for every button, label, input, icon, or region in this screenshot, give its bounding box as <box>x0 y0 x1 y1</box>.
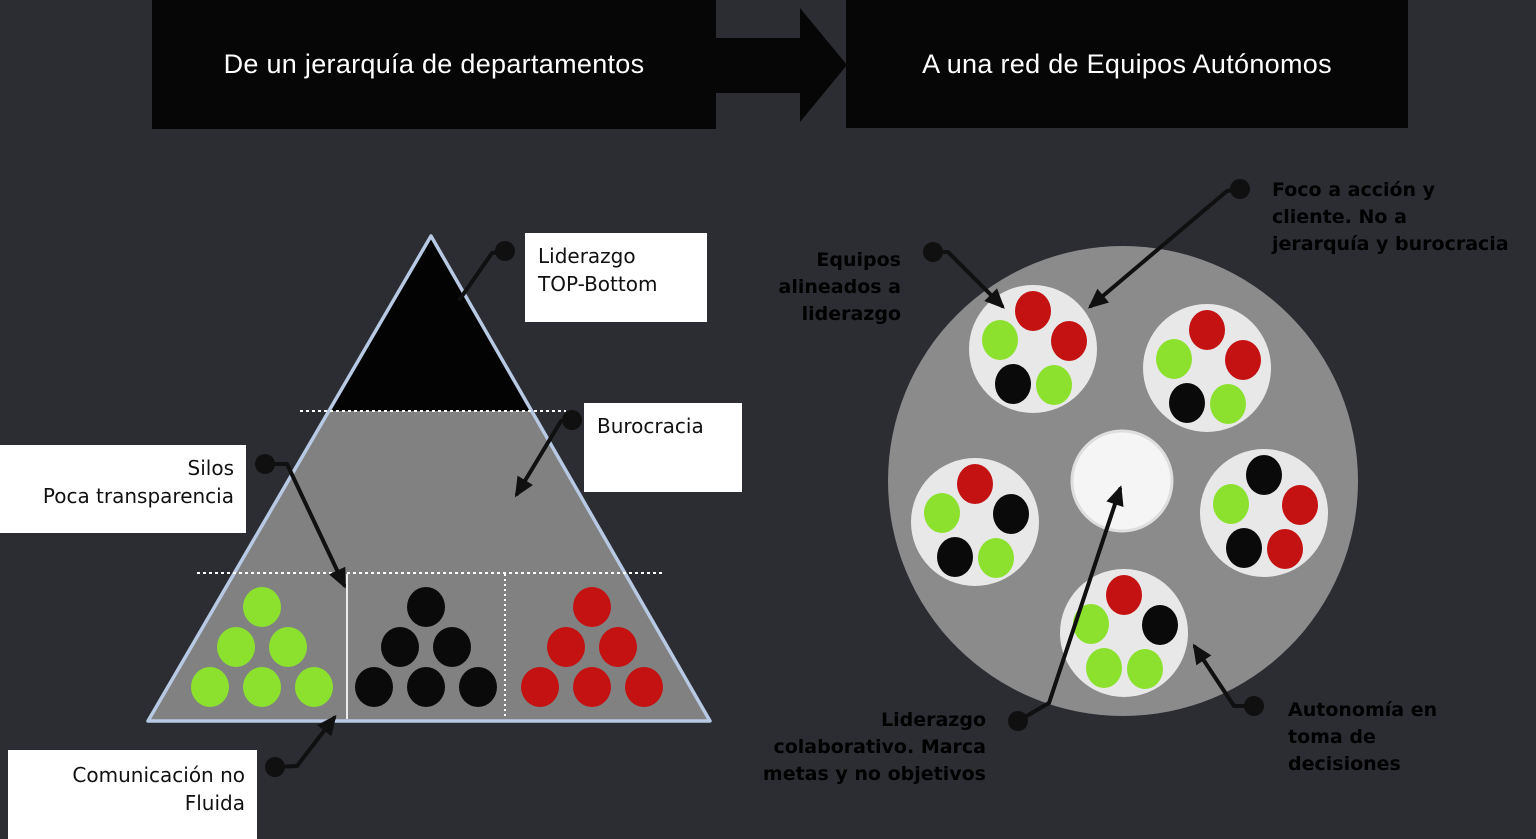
member-dot-black <box>1142 605 1178 645</box>
member-dot-green <box>1036 365 1072 405</box>
member-dot-red <box>625 667 663 707</box>
member-dot-black <box>995 364 1031 404</box>
leadership-callout: Liderazgo TOP-Bottom <box>525 233 707 322</box>
member-dot-black <box>937 537 973 577</box>
member-dot-red <box>573 587 611 627</box>
member-dot-red <box>599 627 637 667</box>
collaborative-leadership-annotation: Liderazgo colaborativo. Marca metas y no… <box>762 709 986 785</box>
member-dot-red <box>1189 310 1225 350</box>
from-hierarchy-title: De un jerarquía de departamentos <box>223 49 645 79</box>
member-dot-red <box>1106 575 1142 615</box>
member-dot-red <box>1225 340 1261 380</box>
hub-circle <box>1070 429 1174 533</box>
member-dot-black <box>355 667 393 707</box>
transition-arrow-head-icon <box>800 8 847 122</box>
member-dot-black <box>381 627 419 667</box>
member-dot-black <box>407 587 445 627</box>
connector-dot-icon <box>1230 179 1250 199</box>
from-hierarchy-header: De un jerarquía de departamentos <box>152 0 716 129</box>
pyramid-diagram <box>146 234 712 723</box>
focus-annotation: Foco a acción y cliente. No a jerarquía … <box>1272 179 1509 255</box>
member-dot-black <box>993 494 1029 534</box>
network-diagram <box>888 246 1358 716</box>
pyramid-outline <box>146 234 712 723</box>
member-dot-black <box>407 667 445 707</box>
member-dot-green <box>1210 384 1246 424</box>
communication-callout: Comunicación no Fluida <box>8 750 257 839</box>
member-dot-green <box>295 667 333 707</box>
connector-dot-icon <box>495 241 515 261</box>
connector-dot-icon <box>265 757 285 777</box>
aligned-teams-connector <box>931 250 1005 309</box>
member-dot-green <box>1213 484 1249 524</box>
connectors <box>255 179 1264 777</box>
member-dot-red <box>1051 321 1087 361</box>
connector-dot-icon <box>255 454 275 474</box>
member-dot-red <box>573 667 611 707</box>
member-dot-black <box>459 667 497 707</box>
member-dot-green <box>191 667 229 707</box>
autonomy-annotation: Autonomía en toma de decisiones <box>1288 699 1438 775</box>
member-dot-black <box>1246 455 1282 495</box>
pyramid-body <box>148 236 710 721</box>
member-dot-green <box>243 587 281 627</box>
connector-dot-icon <box>1244 696 1264 716</box>
member-dot-black <box>1226 528 1262 568</box>
connector-dot-icon <box>923 242 943 262</box>
leadership-apex-section <box>330 236 531 411</box>
member-dot-green <box>217 627 255 667</box>
member-dot-green <box>1127 649 1163 689</box>
member-dot-green <box>1086 648 1122 688</box>
member-dot-green <box>243 667 281 707</box>
to-network-header: A una red de Equipos Autónomos <box>846 0 1408 128</box>
communication-connector <box>273 714 337 769</box>
member-dot-black <box>1169 383 1205 423</box>
member-dot-green <box>924 493 960 533</box>
transition-arrow-icon <box>714 38 802 93</box>
connector-dot-icon <box>1008 711 1028 731</box>
member-dot-red <box>957 464 993 504</box>
member-dot-green <box>269 627 307 667</box>
member-dot-red <box>1267 529 1303 569</box>
connector-dots <box>255 179 1264 777</box>
to-network-title: A una red de Equipos Autónomos <box>922 48 1332 79</box>
bureaucracy-callout: Burocracia <box>584 403 742 492</box>
member-dot-red <box>521 667 559 707</box>
member-dot-green <box>982 320 1018 360</box>
member-dot-black <box>433 627 471 667</box>
silos-callout: Silos Poca transparencia <box>0 445 246 533</box>
silo-members <box>191 587 663 707</box>
connector-dot-icon <box>562 410 582 430</box>
member-dot-red <box>547 627 585 667</box>
member-dot-red <box>1015 291 1051 331</box>
team-members <box>924 291 1318 689</box>
member-dot-green <box>1073 604 1109 644</box>
collaborative-leadership-connector <box>1016 485 1124 723</box>
member-dot-red <box>1282 485 1318 525</box>
aligned-teams-annotation: Equipos alineados a liderazgo <box>778 249 901 325</box>
member-dot-green <box>1156 339 1192 379</box>
member-dot-green <box>978 538 1014 578</box>
